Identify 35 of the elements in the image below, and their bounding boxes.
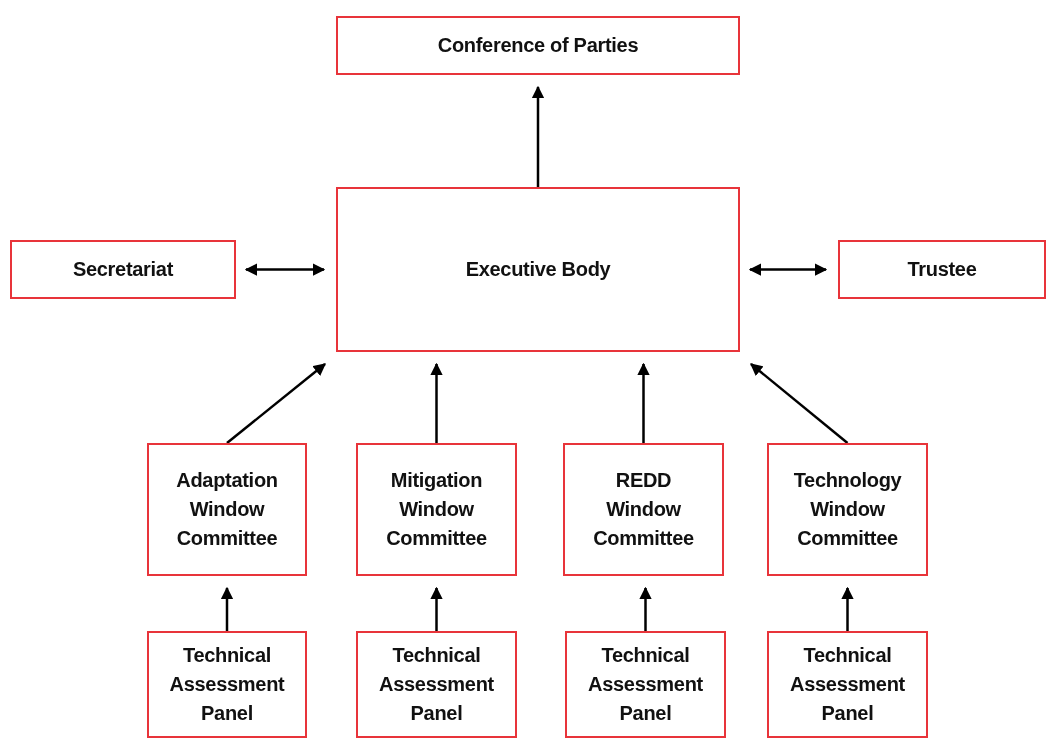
arrow xyxy=(226,363,326,444)
box-label: Technical Assessment Panel xyxy=(587,643,704,726)
org-box xyxy=(838,240,1046,299)
org-box xyxy=(356,443,517,576)
org-box xyxy=(336,16,740,75)
box-label: Technical Assessment Panel xyxy=(168,643,286,726)
box-label: Adaptation Window Committee xyxy=(175,468,279,551)
arrow xyxy=(430,586,443,631)
org-box xyxy=(10,240,236,299)
org-box xyxy=(563,443,724,576)
box-label: Executive Body xyxy=(465,257,611,282)
arrow xyxy=(430,362,443,443)
arrow xyxy=(244,263,326,276)
arrow xyxy=(841,586,854,631)
org-box xyxy=(767,631,928,738)
box-label: Mitigation Window Committee xyxy=(385,468,488,551)
arrow xyxy=(220,586,234,631)
box-label: Technology Window Committee xyxy=(792,468,903,551)
org-box xyxy=(356,631,517,738)
org-box xyxy=(147,631,307,738)
arrow xyxy=(750,363,849,444)
arrow xyxy=(531,85,545,187)
org-box xyxy=(336,187,740,352)
box-label: REDD Window Committee xyxy=(592,468,695,551)
arrow xyxy=(637,362,650,443)
box-label: Conference of Parties xyxy=(437,33,639,58)
box-label: Technical Assessment Panel xyxy=(789,643,906,726)
box-label: Technical Assessment Panel xyxy=(378,643,495,726)
box-label: Secretariat xyxy=(72,257,174,282)
arrow xyxy=(748,263,828,276)
org-box xyxy=(565,631,726,738)
org-box xyxy=(767,443,928,576)
box-label: Trustee xyxy=(907,257,977,282)
arrow xyxy=(639,586,652,631)
org-box xyxy=(147,443,307,576)
